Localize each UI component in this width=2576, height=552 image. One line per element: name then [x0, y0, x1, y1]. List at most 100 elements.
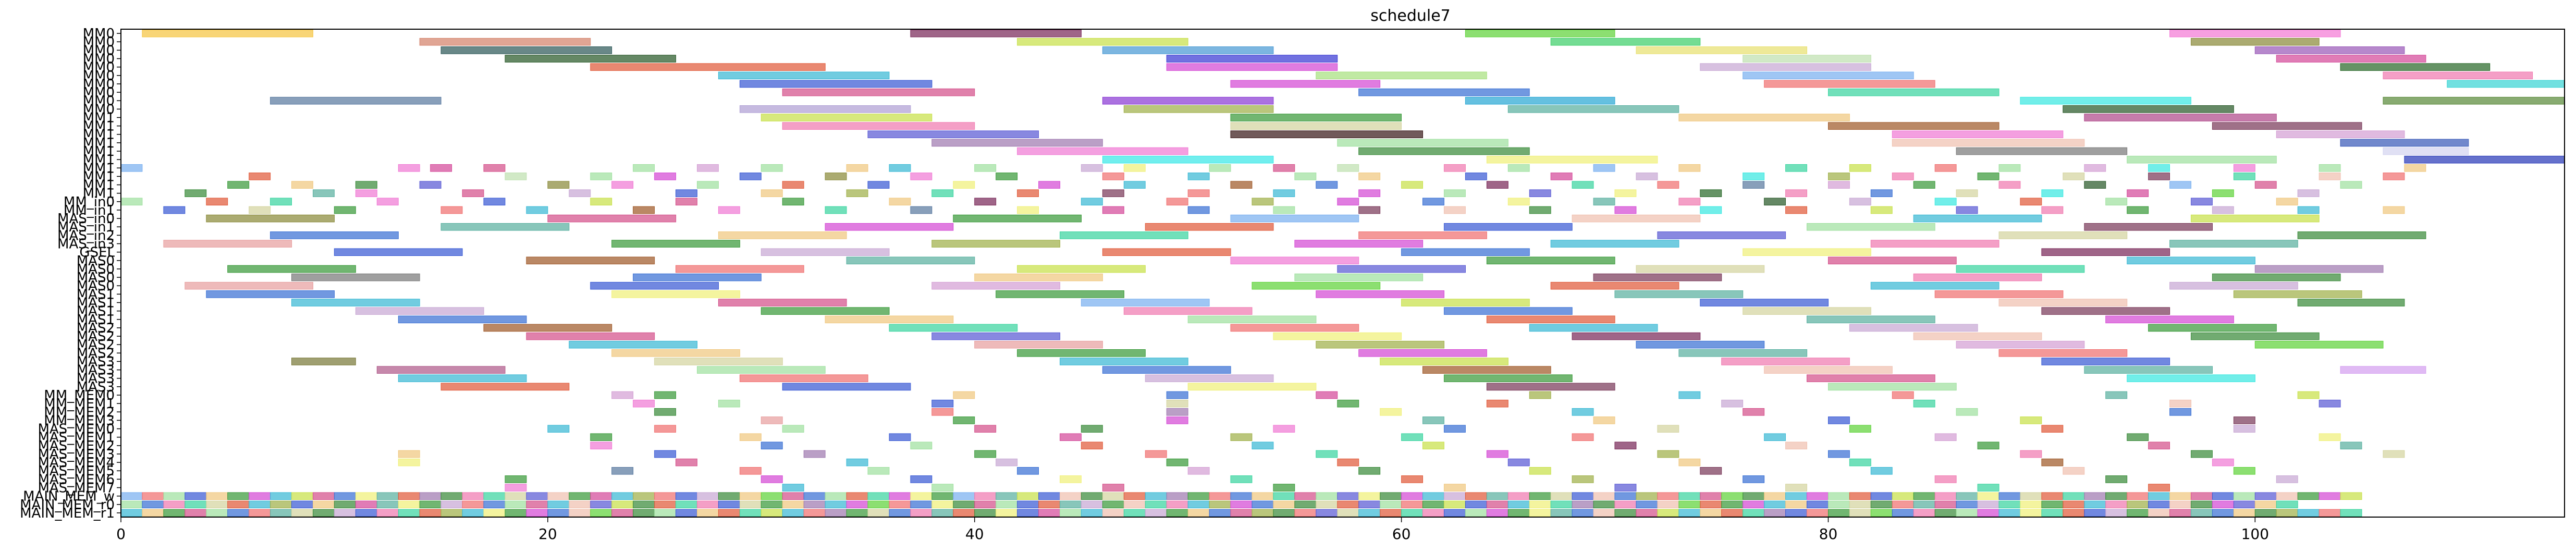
- task-bar: [313, 509, 335, 517]
- task-bar: [1017, 500, 1039, 509]
- task-bar: [2063, 509, 2085, 517]
- task-bar: [547, 425, 570, 433]
- task-bar: [462, 492, 484, 500]
- task-bar: [1678, 164, 1701, 172]
- task-bar: [825, 173, 847, 180]
- task-bar: [718, 231, 847, 239]
- task-bar: [1572, 475, 1594, 483]
- task-bar: [1102, 206, 1124, 214]
- task-bar: [2020, 500, 2042, 509]
- task-bar: [590, 500, 612, 509]
- task-bar: [782, 383, 911, 391]
- task-bar: [1785, 500, 1808, 509]
- task-bar: [1956, 265, 2085, 273]
- task-bar: [163, 500, 186, 509]
- task-bar: [931, 484, 954, 492]
- task-bar: [1934, 198, 1957, 206]
- task-bar: [590, 63, 826, 71]
- y-tick-label: MAS0: [77, 270, 115, 286]
- task-bar: [1252, 198, 1274, 206]
- task-bar: [1380, 509, 1402, 517]
- task-bar: [953, 492, 975, 500]
- task-bar: [1913, 399, 1935, 408]
- task-bar: [526, 509, 548, 517]
- task-bar: [1828, 256, 1957, 265]
- task-bar: [2105, 492, 2128, 500]
- task-bar: [1998, 181, 2021, 189]
- task-bar: [1444, 484, 1466, 492]
- task-bar: [2233, 164, 2255, 172]
- task-bar: [1828, 509, 1850, 517]
- task-bar: [2212, 458, 2234, 467]
- y-tick-label: MM0: [83, 60, 115, 76]
- task-bar: [1273, 164, 1295, 172]
- y-tick-label: MM_MEM3: [44, 413, 115, 428]
- task-bar: [2212, 500, 2234, 509]
- task-bar: [2233, 500, 2255, 509]
- task-bar: [1657, 231, 1786, 239]
- y-tick-label: MAS_in2: [57, 228, 115, 243]
- task-bar: [825, 223, 954, 231]
- task-bar: [2297, 231, 2426, 239]
- task-bar: [206, 492, 228, 500]
- task-bar: [547, 214, 677, 223]
- task-bar: [1743, 55, 1871, 63]
- task-bar: [1273, 509, 1295, 517]
- task-bar: [2212, 122, 2362, 130]
- task-bar: [633, 206, 655, 214]
- y-tick-label: MM0: [83, 68, 115, 84]
- task-bar: [483, 500, 506, 509]
- task-bar: [1977, 500, 2000, 509]
- task-bar: [376, 509, 399, 517]
- task-bar: [1166, 458, 1188, 467]
- task-bar: [2084, 500, 2106, 509]
- x-tick-label: 80: [1819, 525, 1838, 543]
- task-bar: [2319, 399, 2341, 408]
- y-tick-label: MM_MEM2: [44, 404, 115, 420]
- task-bar: [611, 467, 634, 475]
- task-bar: [1486, 383, 1615, 391]
- task-bar: [1123, 492, 1146, 500]
- task-bar: [227, 265, 356, 273]
- task-bar: [440, 500, 463, 509]
- task-bar: [974, 340, 1103, 349]
- task-bar: [1572, 181, 1594, 189]
- bars-layer: [120, 29, 2565, 517]
- task-bar: [974, 450, 997, 458]
- task-bar: [2254, 500, 2277, 509]
- task-bar: [931, 399, 954, 408]
- task-bar: [1743, 492, 1765, 500]
- task-bar: [2319, 433, 2341, 441]
- y-tick-label: MAIN_MEM_r1: [20, 506, 115, 521]
- task-bar: [760, 307, 890, 315]
- y-tick-label: MAIN_MEM_r0: [20, 497, 115, 513]
- task-bar: [2191, 450, 2213, 458]
- task-bar: [1294, 240, 1424, 248]
- task-bar: [1486, 155, 1658, 164]
- task-bar: [825, 492, 847, 500]
- task-bar: [1294, 500, 1317, 509]
- task-bar: [1166, 399, 1188, 408]
- task-bar: [270, 198, 292, 206]
- task-bar: [760, 248, 890, 256]
- task-bar: [760, 509, 783, 517]
- task-bar: [2276, 509, 2298, 517]
- task-bar: [2041, 509, 2064, 517]
- task-bar: [1572, 509, 1594, 517]
- task-bar: [953, 416, 975, 424]
- task-bar: [1934, 500, 1957, 509]
- task-bar: [505, 173, 527, 180]
- task-bar: [2169, 509, 2192, 517]
- task-bar: [910, 492, 933, 500]
- task-bar: [1102, 366, 1231, 374]
- task-bar: [739, 105, 911, 113]
- task-bar: [270, 500, 292, 509]
- task-bar: [1422, 492, 1444, 500]
- task-bar: [1486, 399, 1508, 408]
- task-bar: [718, 500, 740, 509]
- task-bar: [2297, 391, 2320, 399]
- y-tick-label: MM_MEM1: [44, 396, 115, 412]
- task-bar: [654, 173, 676, 180]
- task-bar: [867, 500, 890, 509]
- task-bar: [1422, 509, 1444, 517]
